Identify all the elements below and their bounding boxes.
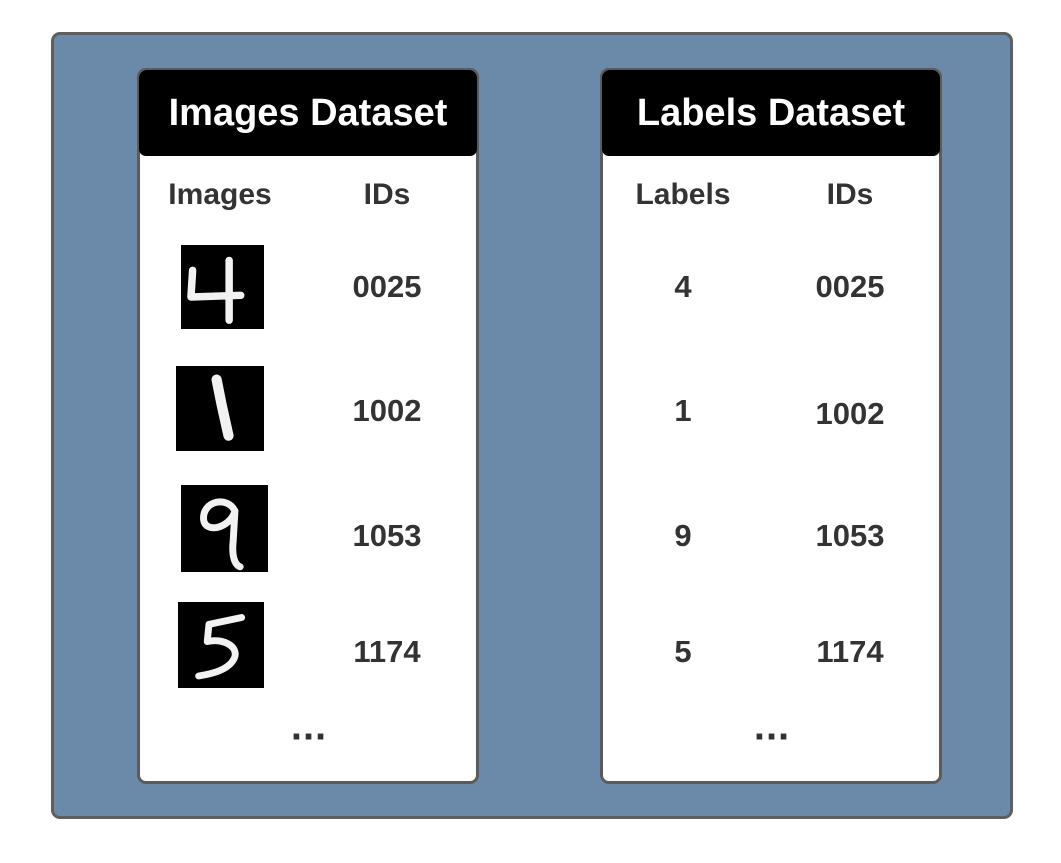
image-ids-column-header: IDs <box>363 178 411 211</box>
label-cell: 5 <box>674 634 692 669</box>
digit-9-image <box>181 485 268 572</box>
digit-1-image <box>176 366 264 451</box>
digit-4-image <box>181 245 264 329</box>
digit-5-image <box>178 602 264 688</box>
label-id-cell: 0025 <box>815 269 885 304</box>
label-cell: 1 <box>674 393 692 428</box>
image-id-cell: 1053 <box>352 518 422 553</box>
label-cell: 4 <box>674 269 692 304</box>
images-column-header: Images <box>168 178 272 211</box>
label-id-cell: 1174 <box>816 634 884 669</box>
labels-dataset-panel: Labels Dataset <box>600 68 942 784</box>
images-dataset-title: Images Dataset <box>139 70 477 156</box>
labels-ellipsis: ... <box>753 704 791 749</box>
image-id-cell: 1002 <box>352 393 422 428</box>
label-id-cell: 1002 <box>815 396 885 431</box>
labels-dataset-title: Labels Dataset <box>602 70 940 156</box>
image-id-cell: 0025 <box>352 269 422 304</box>
images-ellipsis: ... <box>290 704 328 749</box>
label-cell: 9 <box>674 518 692 553</box>
labels-column-header: Labels <box>635 178 731 211</box>
image-id-cell: 1174 <box>353 634 421 669</box>
label-id-cell: 1053 <box>815 518 885 553</box>
label-ids-column-header: IDs <box>826 178 874 211</box>
